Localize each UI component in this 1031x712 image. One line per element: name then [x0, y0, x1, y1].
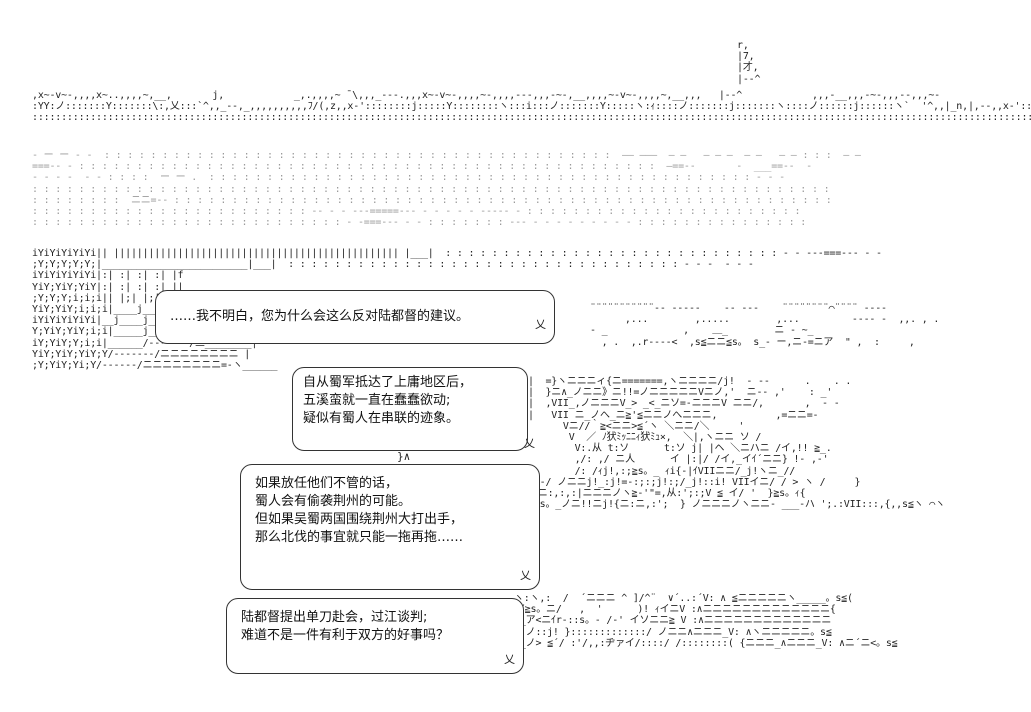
- crowd-middle: | =}ヽニニニィ{ニ=======,ヽニニニニ/j! - -- . . . |…: [528, 376, 945, 511]
- speech-bubble-question: ……我不明白，您为什么会这么反对陆都督的建议。: [155, 290, 555, 344]
- bubble-tail: 乂: [524, 437, 535, 450]
- speech-bubble-proposal: 陆都督提出单刀赴会，过江谈判; 难道不是一件有利于双方的好事吗？: [226, 598, 524, 674]
- bubble-text-line: 如果放任他们不管的话，: [255, 476, 399, 491]
- bubble-tail: 乂: [535, 318, 546, 331]
- bubble-tail: 乂: [520, 569, 531, 582]
- bubble-text-line: ……我不明白，您为什么会这么反对陆都督的建议。: [170, 309, 470, 324]
- bubble-text-line: 疑似有蜀人在串联的迹象。: [303, 411, 460, 426]
- bubble-tail: }∧: [397, 450, 411, 463]
- bubble-text-line: 自从蜀军抵达了上庸地区后，: [303, 375, 473, 390]
- speech-bubble-warning: 如果放任他们不管的话， 蜀人会有偷袭荆州的可能。 但如果吴蜀两国围绕荆州大打出手…: [240, 464, 540, 590]
- bubble-text-line: 蜀人会有偷袭荆州的可能。: [255, 494, 412, 509]
- bubble-text-line: 陆都督提出单刀赴会，过江谈判;: [241, 610, 428, 625]
- bubble-text-line: 五溪蛮就一直在蠢蠢欲动;: [303, 393, 451, 408]
- bubble-tail: 乂: [504, 653, 515, 666]
- crowd-upper: ¨¨¨¨¨¨¨¨¨¨¨‐- ----- -- --- ¨¨¨¨¨¨¨¨⌒¨¨¨¨…: [590, 303, 940, 348]
- crowd-lower: ヽ:ヽ,: / ´ニニニ ^ ]/^¨ ∨´..:´V: ∧ ≦ニニニニニヽ__…: [514, 593, 898, 649]
- bubble-text-line: 但如果吴蜀两国围绕荆州大打出手，: [255, 512, 464, 527]
- bubble-text-line: 难道不是一件有利于双方的好事吗？: [241, 628, 450, 643]
- speech-bubble-report: 自从蜀军抵达了上庸地区后， 五溪蛮就一直在蠢蠢欲动; 疑似有蜀人在串联的迹象。: [292, 367, 528, 451]
- river-water: - ー ー - - : : : : : : : : : : : : : : : …: [32, 150, 861, 229]
- city-skyline: r, |7, |才, |--^: [737, 40, 761, 85]
- bubble-text-line: 那么北伐的事宜就只能一拖再拖……: [255, 530, 464, 545]
- horizon-line: ,x~-v~-,,,,x~..,,,,~,__, j, _,.,,,,~ ¯\,…: [32, 90, 1031, 124]
